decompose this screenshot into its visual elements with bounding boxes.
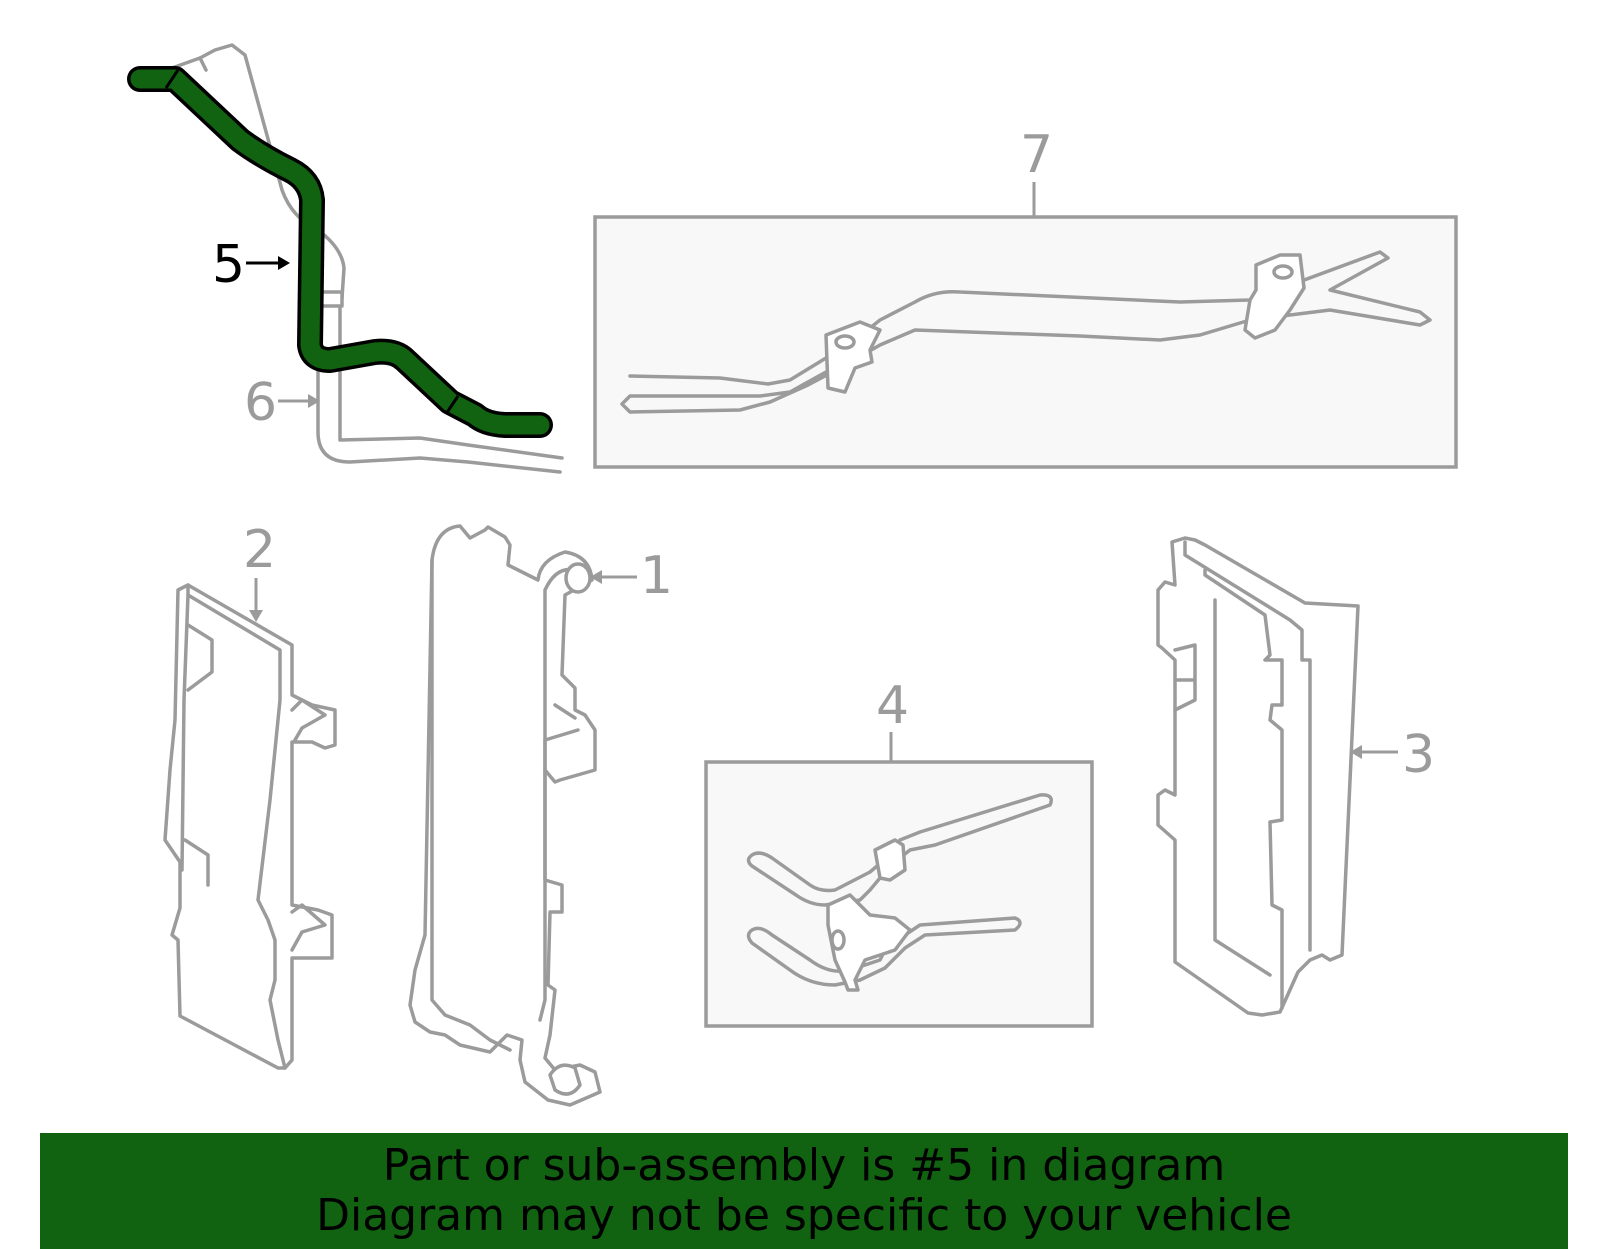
part-1-cooler [408,524,602,1107]
part-2-panel [163,583,337,1070]
part-7-box [593,182,1458,469]
part-3-panel [1156,536,1360,1017]
callout-3: 3 [1402,725,1435,785]
notice-line-2: Diagram may not be specific to your vehi… [316,1190,1292,1241]
part-5-hose-highlighted [127,66,553,438]
callout-6: 6 [244,373,277,433]
callout-4: 4 [876,676,909,736]
callout-1: 1 [640,546,673,606]
callout-5: 5 [212,235,245,295]
notice-line-1: Part or sub-assembly is #5 in diagram [382,1140,1226,1191]
callout-7: 7 [1020,125,1053,185]
callout-2: 2 [243,520,276,580]
notice-banner: Part or sub-assembly is #5 in diagram Di… [40,1133,1568,1249]
part-4-box [704,732,1094,1028]
